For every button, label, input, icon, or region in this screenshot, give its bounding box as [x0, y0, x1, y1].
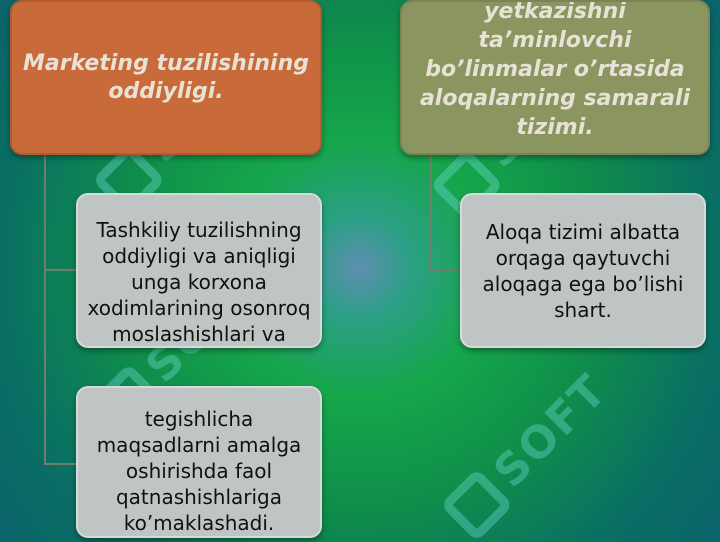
watermark-logo: SOFT — [440, 364, 618, 542]
header-right-text: Axborotlarni aniq yetkazishni ta’minlovc… — [419, 0, 691, 140]
header-box-marketing-structure: Marketing tuzilishining oddiyligi. — [10, 0, 322, 155]
child-3-text: Aloqa tizimi albatta orqaga qaytuvchi al… — [482, 219, 684, 322]
watermark-mark-icon — [440, 468, 514, 542]
connector-line — [44, 269, 78, 271]
child-2-text: tegishlicha maqsadlarni amalga oshirishd… — [96, 407, 302, 535]
connector-line — [44, 463, 78, 465]
connector-line — [44, 155, 46, 465]
connector-line — [430, 155, 432, 270]
child-1-text: Tashkiliy tuzilishning oddiyligi va aniq… — [87, 217, 311, 346]
child-box-goals: tegishlicha maqsadlarni amalga oshirishd… — [76, 386, 322, 538]
child-box-feedback: Aloqa tizimi albatta orqaga qaytuvchi al… — [460, 193, 706, 348]
child-box-simplicity: Tashkiliy tuzilishning oddiyligi va aniq… — [76, 193, 322, 348]
connector-line — [430, 269, 462, 271]
header-box-communication-system: Axborotlarni aniq yetkazishni ta’minlovc… — [400, 0, 710, 155]
header-left-text: Marketing tuzilishining oddiyligi. — [23, 50, 309, 104]
